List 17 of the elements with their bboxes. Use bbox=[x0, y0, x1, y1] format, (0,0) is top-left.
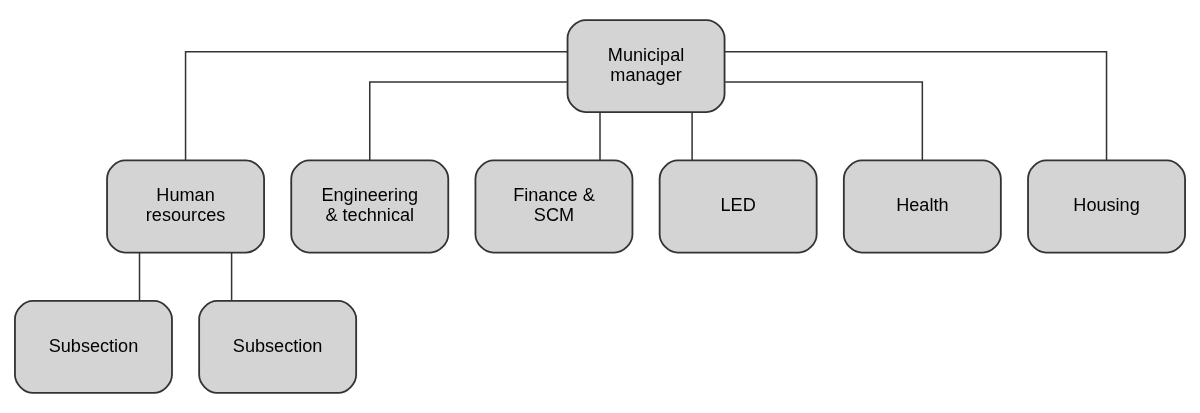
connector bbox=[723, 51, 1108, 161]
node-box: Finance & SCM bbox=[474, 159, 634, 254]
connector bbox=[230, 252, 233, 302]
connector bbox=[691, 111, 693, 161]
node-box: Human resources bbox=[106, 159, 265, 254]
node-box: Housing bbox=[1027, 159, 1186, 254]
node-box: Subsection bbox=[198, 299, 358, 394]
connector bbox=[184, 51, 569, 161]
node-box: LED bbox=[658, 159, 818, 254]
connector bbox=[599, 111, 601, 161]
node-box: Subsection bbox=[14, 299, 173, 394]
connector bbox=[369, 81, 568, 161]
connector bbox=[724, 81, 924, 161]
node-box: Health bbox=[842, 159, 1002, 254]
node-box: Engineering & technical bbox=[290, 159, 450, 254]
connector bbox=[138, 252, 141, 302]
node-box: Municipal manager bbox=[566, 19, 726, 114]
